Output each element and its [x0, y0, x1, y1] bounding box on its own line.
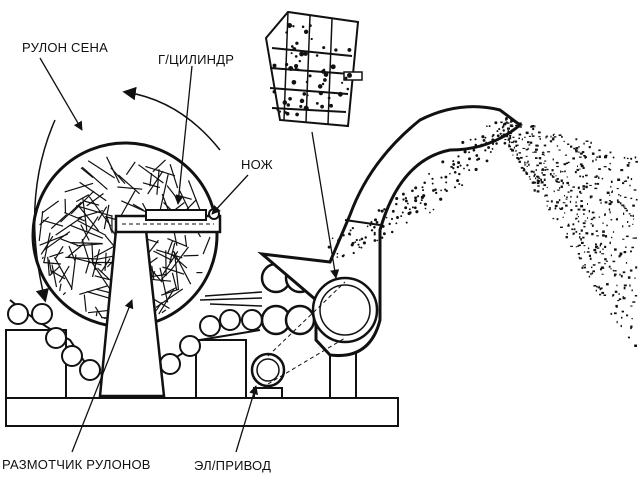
rotor-drum-icon	[264, 10, 363, 128]
machine-base	[5, 329, 399, 427]
label-knife: НОЖ	[241, 157, 273, 172]
chopped-hay-spray	[500, 117, 638, 347]
electric-drive	[250, 281, 346, 399]
feed-rollers	[199, 262, 316, 336]
label-hydraulic-cylinder: Г/ЦИЛИНДР	[158, 52, 235, 67]
leader-lines	[39, 57, 340, 453]
conveyor	[7, 299, 263, 381]
label-electric-drive: ЭЛ/ПРИВОД	[194, 458, 272, 473]
label-bale-unwinder: РАЗМОТЧИК РУЛОНОВ	[2, 457, 151, 472]
label-hay-bale: РУЛОН СЕНА	[22, 40, 108, 55]
bale-unwinder	[98, 208, 222, 398]
rotation-arrow-icon	[33, 86, 221, 303]
